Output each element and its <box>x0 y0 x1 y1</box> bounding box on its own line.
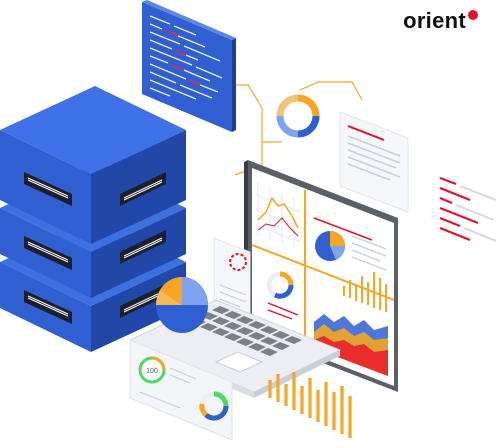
right-dash-list <box>439 176 497 243</box>
monitor-donut <box>266 271 299 320</box>
line-chart <box>255 182 302 248</box>
monitor-bar-chart <box>343 272 387 312</box>
bottom-stats-card: 100 <box>129 339 233 441</box>
trackpad <box>214 351 264 373</box>
server-rack-icon <box>0 86 186 352</box>
monitor-pie-chart <box>313 217 387 271</box>
brand-logo: orient <box>403 8 478 34</box>
logo-dot <box>468 9 478 20</box>
donut-chart-icon <box>276 94 320 138</box>
bar-chart-icon <box>268 372 352 438</box>
keyboard-keys <box>188 306 302 356</box>
gauge-value: 100 <box>146 368 158 375</box>
document-card <box>339 111 409 213</box>
brand-name: orient <box>403 8 466 33</box>
monitor-area-chart <box>314 314 388 376</box>
server-unit-1 <box>0 86 186 244</box>
pie-chart-icon <box>155 276 208 333</box>
code-window-icon <box>142 0 236 132</box>
